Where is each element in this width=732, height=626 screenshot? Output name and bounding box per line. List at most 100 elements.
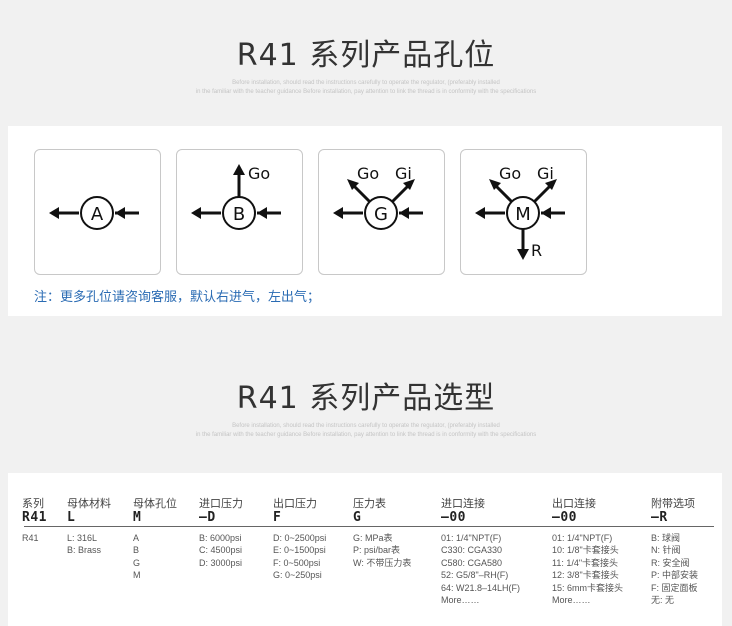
spec-col-port: 母体孔位 M A B G M (133, 495, 177, 582)
spec-option: 52: G5/8"–RH(F) (441, 570, 509, 581)
port-card-b: B Go (176, 149, 303, 275)
spec-option: 15: 6mm卡套接头 (552, 582, 624, 593)
port-card-m: M Go Gi R (460, 149, 587, 275)
spec-option: D: 3000psi (199, 557, 243, 568)
spec-option: 11: 1/4"卡套接头 (552, 557, 619, 568)
spec-option: 01: 1/4"NPT(F) (552, 533, 613, 543)
subtitle-line-1: Before installation, should read the ins… (232, 423, 500, 429)
spec-header: 压力表 (353, 497, 386, 510)
spec-options: B: 球阀 N: 针阀 R: 安全阀 P: 中部安装 F: 固定面板 无: 无 (651, 532, 698, 606)
section-subtitle-selection: Before installation, should read the ins… (0, 422, 732, 440)
spec-options: R41 (22, 532, 47, 544)
spec-option: 01: 1/4"NPT(F) (441, 533, 502, 543)
spec-option: L: 316L (67, 533, 98, 543)
spec-option: 10: 1/8"卡套接头 (552, 545, 619, 556)
spec-col-inlet-pressure: 进口压力 –D B: 6000psi C: 4500psi D: 3000psi (199, 495, 243, 569)
spec-option: C580: CGA580 (441, 557, 503, 568)
port-label-go: Go (357, 164, 379, 183)
spec-code: F (273, 510, 282, 525)
spec-option: G: 0~250psi (273, 570, 322, 581)
spec-option: W: 不带压力表 (353, 557, 412, 568)
spec-header: 母体材料 (67, 497, 111, 510)
spec-code: M (133, 510, 142, 525)
spec-col-inlet-connection: 进口连接 –00 01: 1/4"NPT(F) C330: CGA330 C58… (441, 495, 520, 606)
spec-options: L: 316L B: Brass (67, 532, 111, 557)
spec-code: G (353, 510, 362, 525)
port-letter-g: G (374, 204, 388, 225)
spec-option: P: psi/bar表 (353, 545, 401, 556)
spec-header: 系列 (22, 497, 44, 510)
spec-header: 附带选项 (651, 497, 695, 510)
spec-col-outlet-pressure: 出口压力 F D: 0~2500psi E: 0~1500psi F: 0~50… (273, 495, 326, 582)
spec-header: 进口压力 (199, 497, 243, 510)
spec-option: C: 4500psi (199, 545, 243, 556)
spec-header: 出口压力 (273, 497, 317, 510)
subtitle-line-2: in the familiar with the teacher guidanc… (195, 89, 537, 95)
spec-option: A (133, 533, 140, 543)
spec-option: N: 针阀 (651, 545, 681, 556)
port-diagram-a: A (49, 196, 139, 230)
port-label-r: R (531, 241, 542, 260)
subtitle-line-2: in the familiar with the teacher guidanc… (195, 432, 537, 438)
spec-option: F: 固定面板 (651, 582, 698, 593)
port-letter-a: A (91, 204, 104, 225)
spec-option: F: 0~500psi (273, 557, 321, 568)
ports-panel: A B Go (8, 126, 722, 316)
spec-option: B (133, 545, 140, 556)
spec-option: D: 0~2500psi (273, 533, 327, 543)
port-diagram-b: B Go (191, 164, 281, 230)
spec-divider (24, 526, 714, 527)
spec-option: More…… (441, 595, 480, 606)
port-letter-b: B (233, 204, 245, 225)
spec-options: G: MPa表 P: psi/bar表 W: 不带压力表 (353, 532, 411, 569)
spec-col-outlet-connection: 出口连接 –00 01: 1/4"NPT(F) 10: 1/8"卡套接头 11:… (552, 495, 623, 606)
spec-options: A B G M (133, 532, 177, 582)
spec-option: More…… (552, 595, 591, 606)
spec-header: 出口连接 (552, 497, 596, 510)
spec-options: 01: 1/4"NPT(F) 10: 1/8"卡套接头 11: 1/4"卡套接头… (552, 532, 623, 606)
spec-option: B: 6000psi (199, 533, 242, 543)
spec-code: –00 (441, 510, 466, 525)
spec-option: G (133, 557, 141, 568)
subtitle-line-1: Before installation, should read the ins… (232, 80, 500, 86)
spec-option: B: 球阀 (651, 533, 681, 543)
port-label-go: Go (248, 164, 270, 183)
port-card-a: A (34, 149, 161, 275)
port-letter-m: M (515, 204, 531, 225)
spec-option: M (133, 570, 141, 581)
spec-option: 12: 3/8"卡套接头 (552, 570, 619, 581)
spec-code: –D (199, 510, 216, 525)
spec-header: 母体孔位 (133, 497, 177, 510)
port-label-go: Go (499, 164, 521, 183)
spec-options: B: 6000psi C: 4500psi D: 3000psi (199, 532, 243, 569)
spec-option: B: Brass (67, 545, 102, 556)
port-label-gi: Gi (537, 164, 554, 183)
spec-code: –00 (552, 510, 577, 525)
spec-option: C330: CGA330 (441, 545, 503, 556)
spec-col-material: 母体材料 L L: 316L B: Brass (67, 495, 111, 557)
port-label-gi: Gi (395, 164, 412, 183)
section-subtitle-ports: Before installation, should read the ins… (0, 79, 732, 97)
section-title-selection: R41 系列产品选型 (236, 381, 496, 416)
spec-panel: 系列 R41 R41 母体材料 L L: 316L B: Brass 母体孔位 … (8, 473, 722, 626)
spec-options: 01: 1/4"NPT(F) C330: CGA330 C580: CGA580… (441, 532, 520, 606)
spec-code: L (67, 510, 76, 525)
port-diagram-m: M Go Gi R (475, 164, 565, 260)
spec-col-series: 系列 R41 R41 (22, 495, 47, 544)
spec-code: R41 (22, 510, 47, 525)
spec-option: 无: 无 (651, 595, 675, 606)
spec-option: R: 安全阀 (651, 557, 690, 568)
spec-options: D: 0~2500psi E: 0~1500psi F: 0~500psi G:… (273, 532, 326, 582)
spec-option: E: 0~1500psi (273, 545, 326, 556)
port-card-g: G Go Gi (318, 149, 445, 275)
spec-header: 进口连接 (441, 497, 485, 510)
spec-col-options: 附带选项 –R B: 球阀 N: 针阀 R: 安全阀 P: 中部安装 F: 固定… (651, 495, 698, 606)
spec-option: 64: W21.8–14LH(F) (441, 582, 521, 593)
spec-option: P: 中部安装 (651, 570, 699, 581)
spec-code: –R (651, 510, 668, 525)
spec-option: R41 (22, 533, 39, 543)
port-diagram-g: G Go Gi (333, 164, 423, 230)
spec-col-gauge: 压力表 G G: MPa表 P: psi/bar表 W: 不带压力表 (353, 495, 411, 569)
section-title-ports: R41 系列产品孔位 (236, 38, 496, 73)
spec-option: G: MPa表 (353, 533, 393, 543)
